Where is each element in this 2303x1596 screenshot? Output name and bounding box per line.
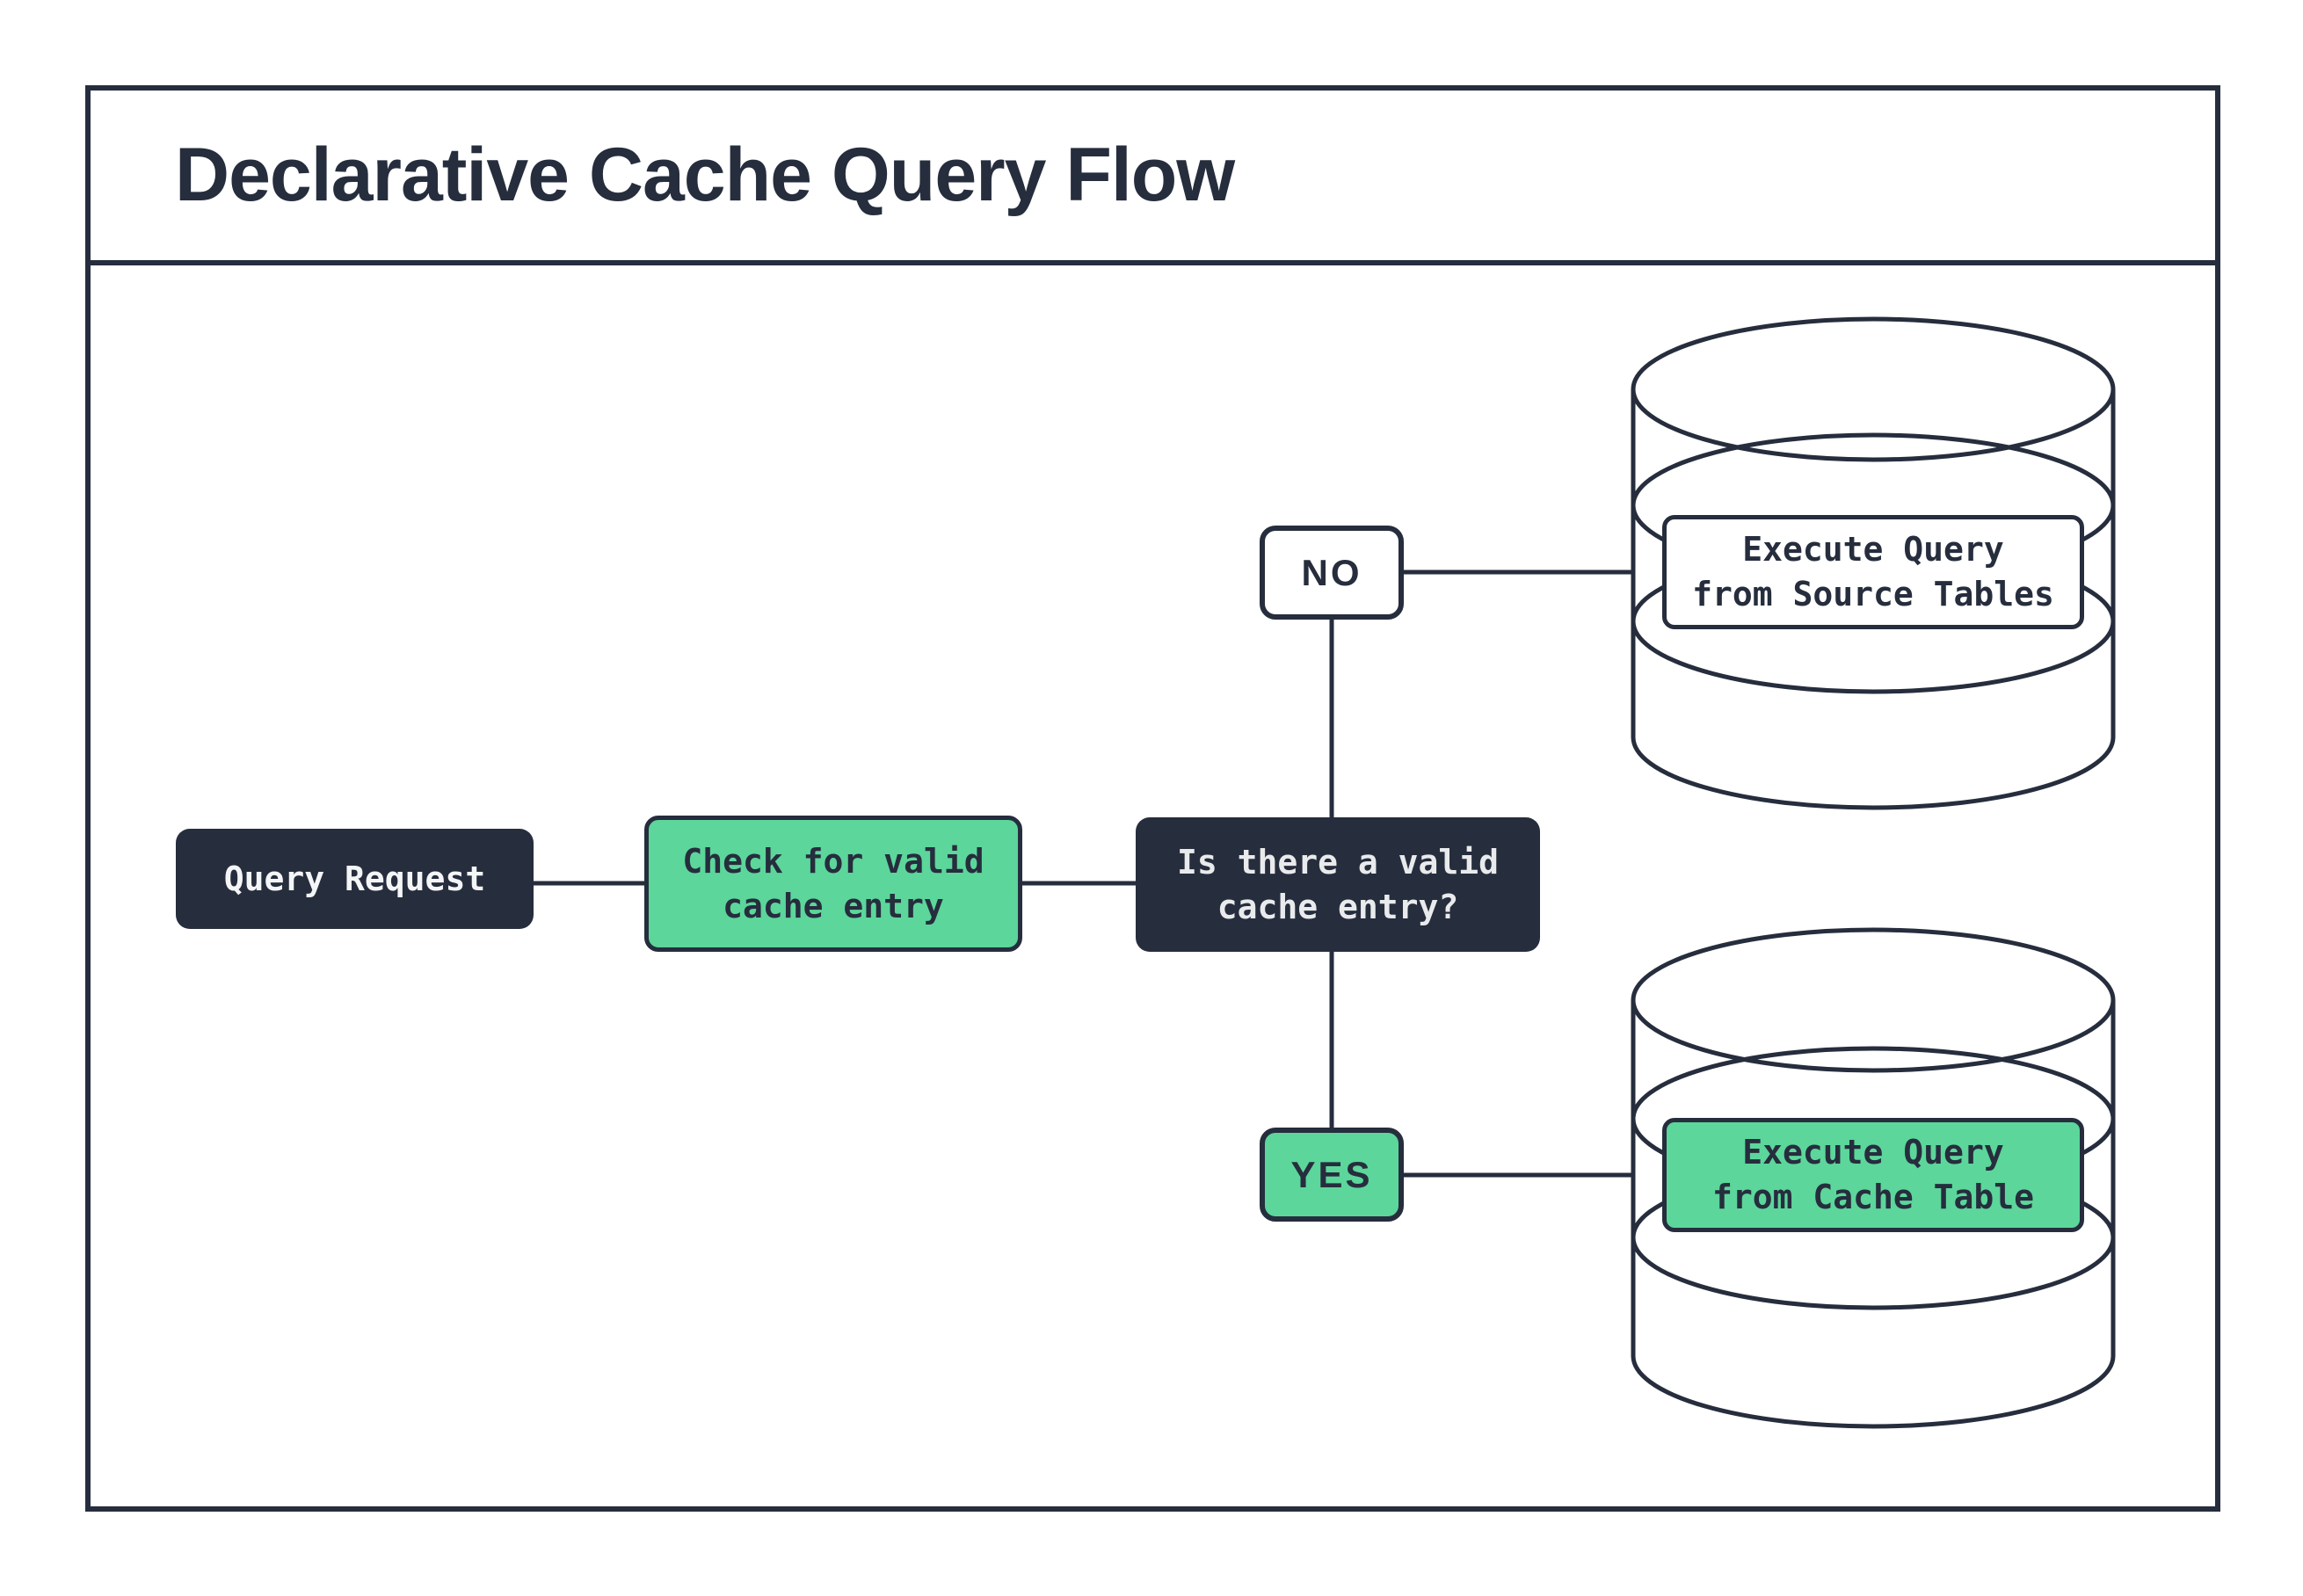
- node-check-cache: Check for valid cache entry: [644, 816, 1022, 952]
- node-decision-line1: Is there a valid: [1176, 842, 1500, 881]
- node-check-cache-line2: cache entry: [723, 886, 944, 925]
- node-execute-source-line1: Execute Query: [1742, 530, 2004, 569]
- node-execute-cache-line1: Execute Query: [1742, 1133, 2004, 1172]
- node-execute-source-line2: from Source Tables: [1692, 575, 2054, 613]
- branch-label-yes: YES: [1260, 1128, 1404, 1222]
- node-query-request-label: Query Request: [223, 859, 486, 898]
- node-execute-cache-line2: from Cache Table: [1711, 1178, 2035, 1216]
- node-execute-cache-table: Execute Query from Cache Table: [1662, 1118, 2084, 1232]
- title-bar: Declarative Cache Query Flow: [91, 91, 2215, 265]
- branch-label-no: NO: [1260, 526, 1404, 620]
- branch-no-text: NO: [1301, 551, 1362, 593]
- node-decision-valid-cache: Is there a valid cache entry?: [1136, 817, 1540, 952]
- node-decision-line2: cache entry?: [1217, 887, 1459, 926]
- node-check-cache-line1: Check for valid: [682, 841, 984, 881]
- node-query-request: Query Request: [176, 829, 534, 929]
- node-execute-source-tables: Execute Query from Source Tables: [1662, 515, 2084, 629]
- page-title: Declarative Cache Query Flow: [175, 133, 1235, 217]
- branch-yes-text: YES: [1290, 1153, 1373, 1195]
- diagram-frame: Declarative Cache Query Flow: [85, 85, 2220, 1512]
